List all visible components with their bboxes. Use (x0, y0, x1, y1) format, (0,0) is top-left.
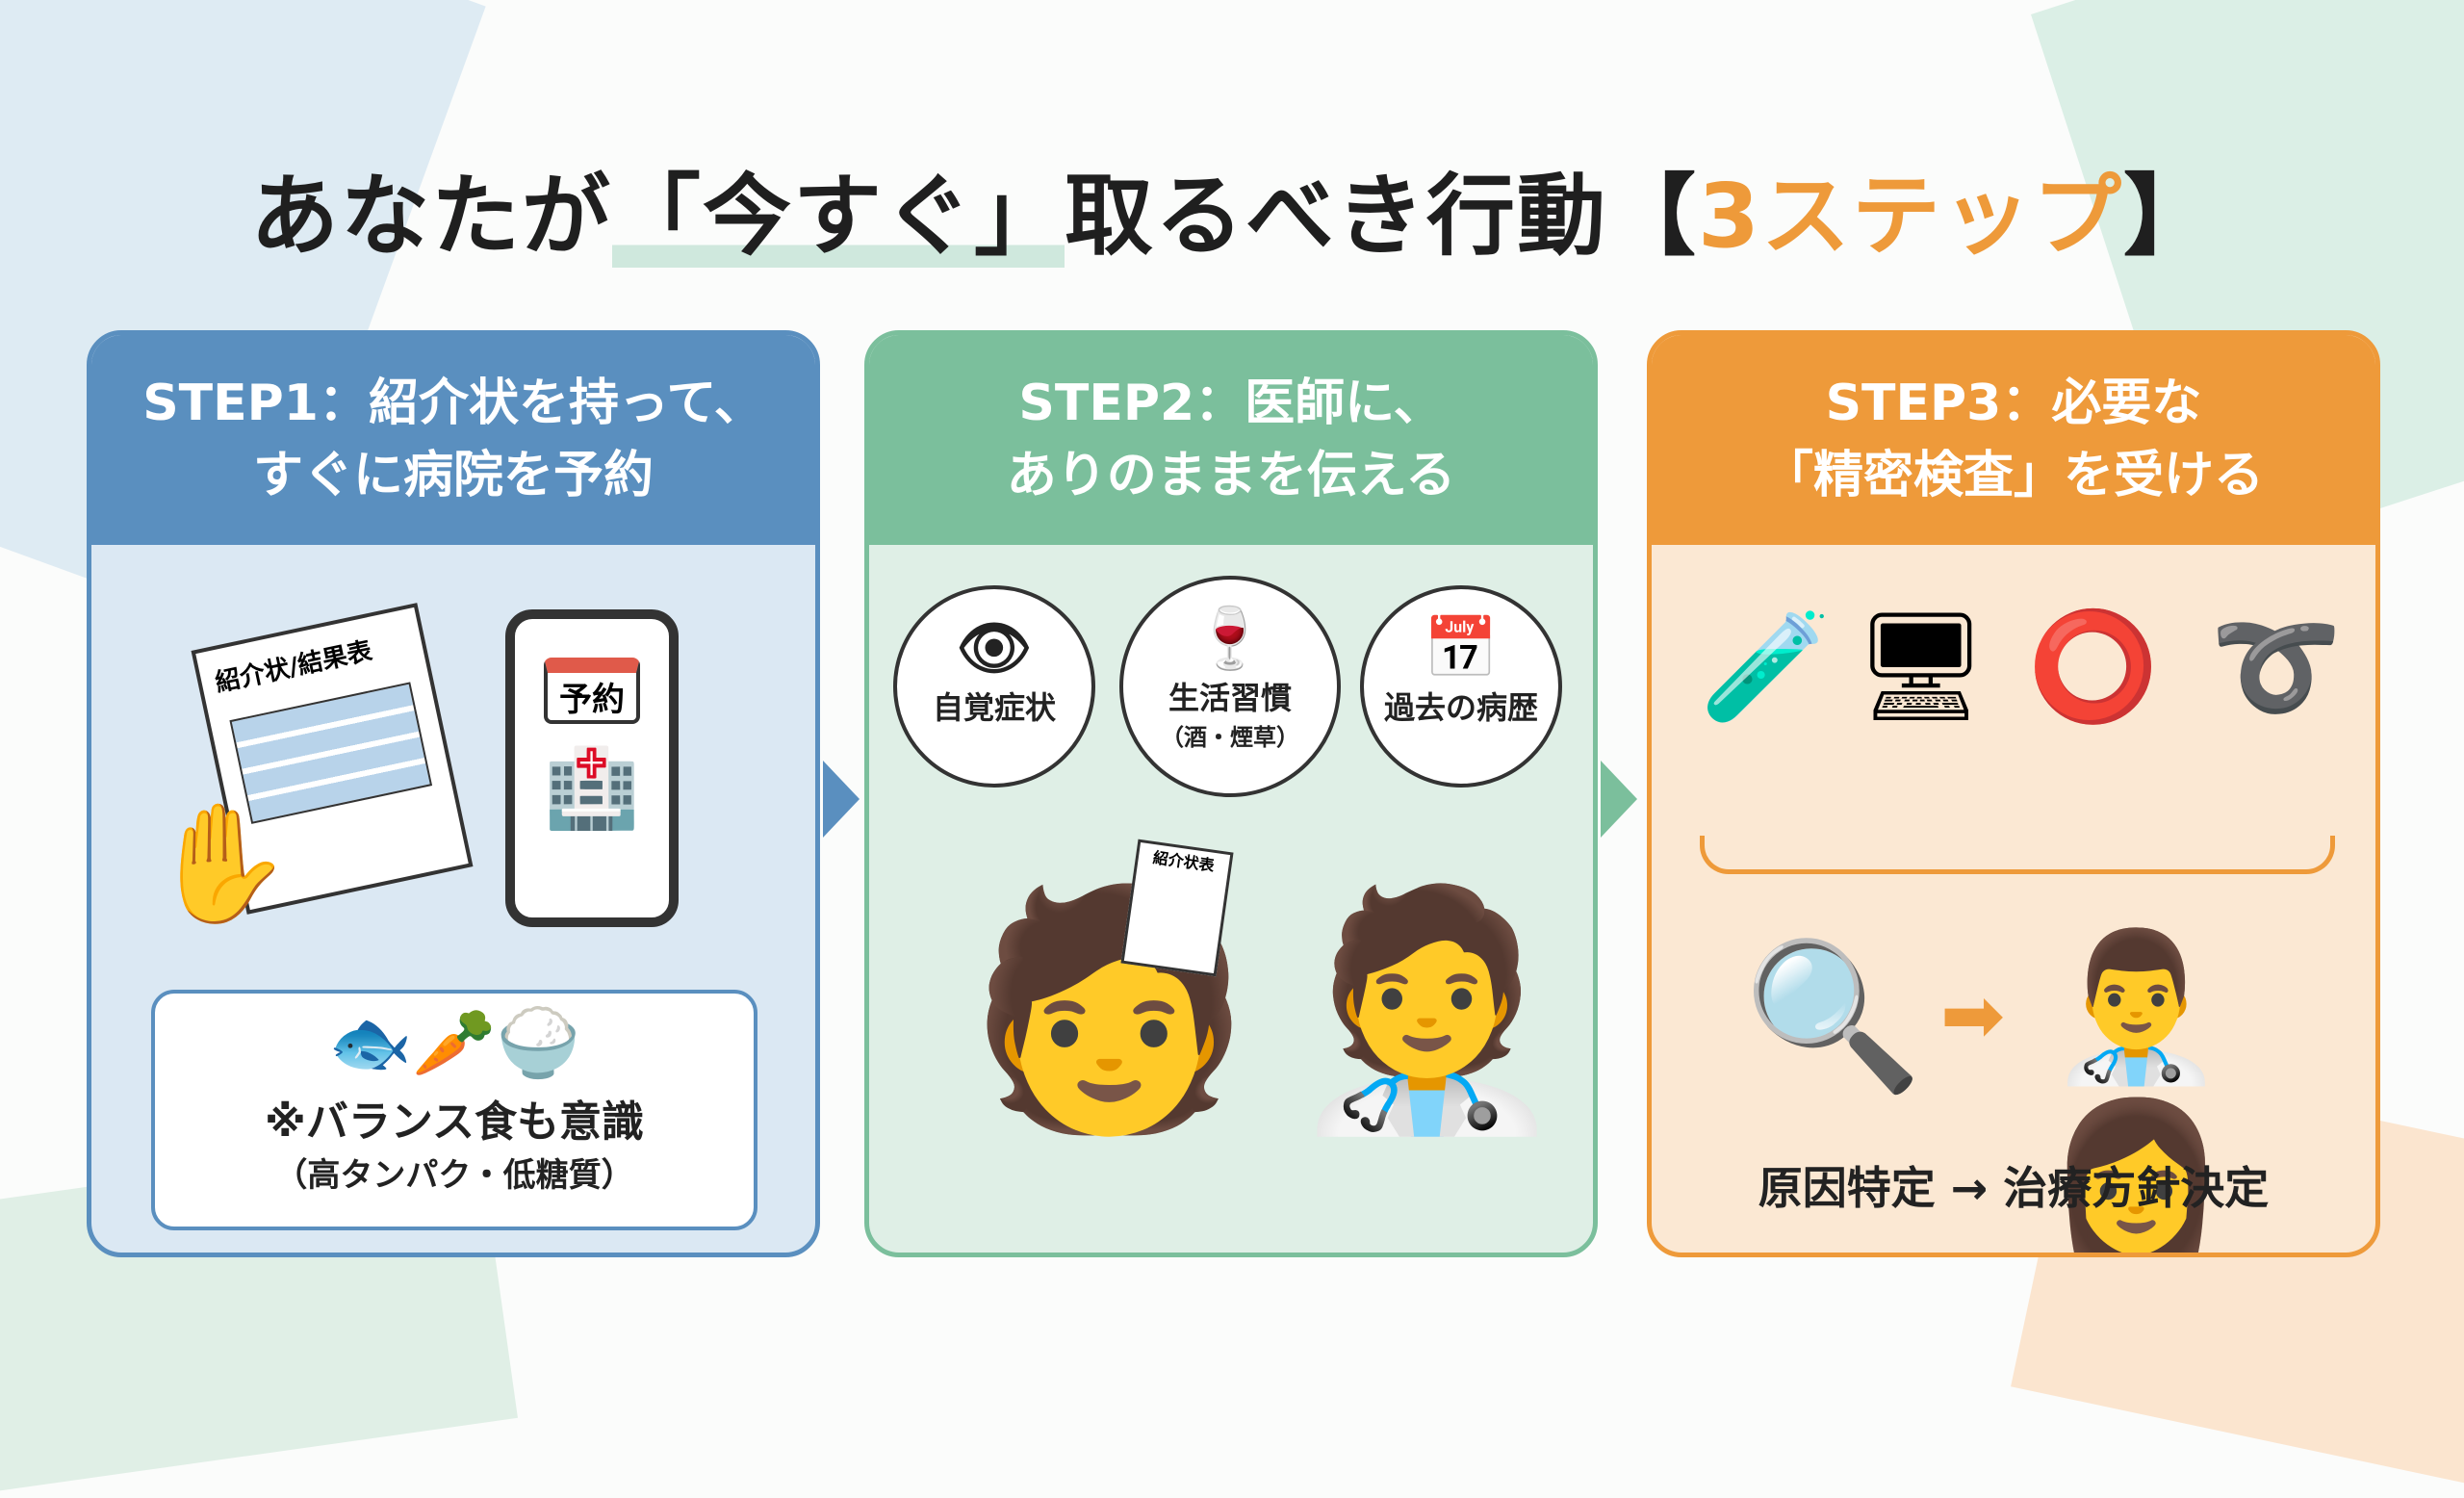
title-accent: 3ステップ (1698, 165, 2124, 268)
endoscope-icon: ➰ (2210, 605, 2342, 728)
eye-icon: 👁 (956, 612, 1033, 683)
title-highlight: 「今すぐ」 (611, 165, 1065, 268)
doctor-patient-icon: 👨‍⚕️👩 (2046, 923, 2226, 1257)
speech-bubble-symptoms: 👁 自覚症状 (893, 585, 1095, 788)
hand-icon: ✋ (149, 797, 294, 931)
speech-bubble-history: 📅 過去の病歴 (1360, 585, 1562, 788)
right-arrow-icon: ➡ (1940, 970, 2006, 1060)
note-main: ※バランス食も意識 (265, 1098, 644, 1147)
calendar-reservation-label: 予約 (544, 658, 640, 724)
step-arrow (1601, 761, 1637, 838)
referral-letter: 紹介状表 (1120, 839, 1234, 977)
bubble-label: 過去の病歴 (1383, 689, 1538, 726)
result-arrow: → (1950, 1162, 1989, 1214)
result-text: 原因特定 → 治療方針決定 (1652, 1153, 2375, 1217)
ct-scanner-icon: ⭕ (2027, 605, 2159, 728)
step2-panel: STEP2：医師に、 ありのままを伝える 👁 自覚症状 🍷 生活習慣 （酒・煙草） 📅… (864, 330, 1598, 1257)
step1-panel: STEP1：紹介状を持って、 すぐに病院を予約 紹介状/結果表 ✋ 予約 🏥 🐟… (87, 330, 820, 1257)
bubble-label: 生活習慣 (1168, 680, 1292, 716)
referral-letter-label: 紹介状表 (1151, 848, 1216, 875)
step2-heading: STEP2：医師に、 ありのままを伝える (869, 335, 1593, 545)
wine-icon: 🍷 (1193, 603, 1268, 673)
food-icons: 🐟🥕🍚 (328, 1003, 580, 1082)
title-pre: あなたが (249, 165, 612, 268)
smartphone-icon: 予約 🏥 (505, 609, 679, 927)
result-from: 原因特定 (1758, 1162, 1936, 1214)
result-to: 治療方針決定 (2003, 1162, 2270, 1214)
note-sub: （高タンパク・低糖質） (274, 1156, 634, 1195)
title-bracket: 【 (1607, 165, 1699, 268)
page-title: あなたが「今すぐ」取るべき行動【3ステップ】 (0, 144, 2464, 272)
step-arrow (823, 761, 860, 838)
speech-bubble-lifestyle: 🍷 生活習慣 （酒・煙草） (1119, 576, 1341, 797)
grouping-bracket (1700, 836, 2335, 874)
hospital-icon: 🏥 (544, 743, 640, 833)
step3-heading: STEP3：必要な 「精密検査」を受ける (1652, 335, 2375, 545)
step3-panel: STEP3：必要な 「精密検査」を受ける 🧪 🖥 ⭕ ➰ 🔍 ➡ 👨‍⚕️👩 原… (1647, 330, 2380, 1257)
balanced-diet-note: 🐟🥕🍚 ※バランス食も意識 （高タンパク・低糖質） (151, 990, 757, 1230)
bubble-label: 自覚症状 (932, 689, 1056, 726)
ultrasound-machine-icon: 🖥 (1854, 605, 1989, 728)
doctor-illustration: 🧑‍⚕️ (1283, 874, 1571, 1144)
step1-heading: STEP1：紹介状を持って、 すぐに病院を予約 (91, 335, 815, 545)
blood-test-tube-icon: 🧪 (1700, 605, 1832, 728)
calendar-icon: 📅 (1424, 612, 1499, 683)
bubble-sub: （酒・煙草） (1161, 724, 1299, 751)
title-bracket: 】 (2123, 165, 2215, 268)
title-mid: 取るべき行動 (1064, 165, 1607, 268)
document-magnifier-icon: 🔍 (1743, 933, 1923, 1100)
